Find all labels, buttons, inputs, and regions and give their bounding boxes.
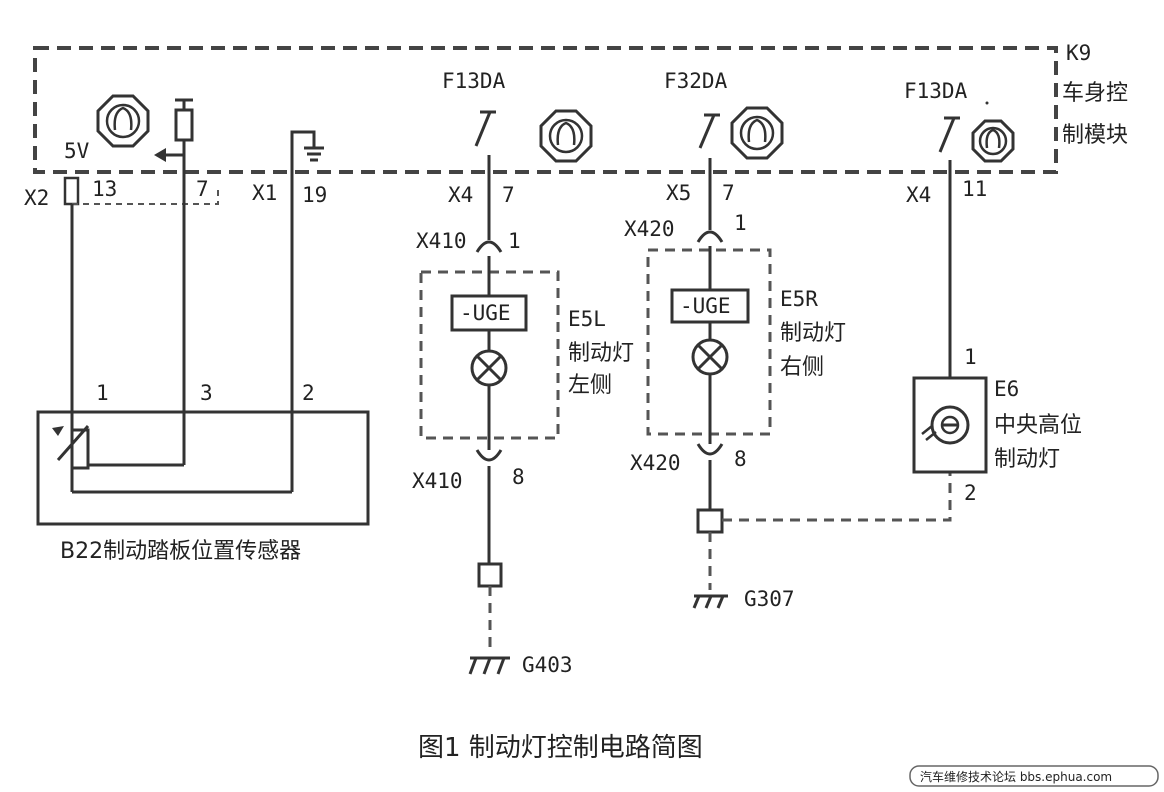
- connector-x1-label: X1: [252, 181, 277, 205]
- figure-caption: 图1 制动灯控制电路简图: [418, 733, 703, 763]
- right-lamp-id-label: E5R: [780, 287, 818, 311]
- module-name-line1: 车身控: [1062, 81, 1128, 106]
- left-connector-bottom-label: X410: [412, 469, 463, 493]
- fuse-f32da-label: F32DA: [664, 69, 728, 93]
- processor-octagon-icon: [96, 94, 150, 148]
- fuse-switch-icon: [474, 110, 496, 147]
- right-lamp-name-line1: 制动灯: [780, 321, 846, 346]
- center-lamp-pin-top-label: 1: [964, 345, 977, 369]
- right-x5-label: X5: [666, 181, 691, 205]
- fuse-switch-icon: [698, 113, 720, 149]
- center-lamp-pin-bottom-label: 2: [964, 481, 977, 505]
- center-lamp-box: [912, 376, 988, 474]
- supply-voltage-label: 5V: [64, 139, 90, 163]
- center-x4-pin-label: 11: [962, 177, 987, 201]
- fuse-label-dot: [985, 101, 989, 105]
- processor-octagon-icon: [539, 109, 593, 163]
- left-x4-label: X4: [448, 183, 473, 207]
- right-x5-pin-label: 7: [722, 181, 735, 205]
- right-lamp-name-line2: 右侧: [780, 355, 824, 380]
- right-connector-top-icon: [696, 230, 724, 243]
- right-connector-bottom-icon: [696, 443, 724, 456]
- sensor-pin-3-label: 3: [200, 381, 213, 405]
- ground-g403-icon: [468, 656, 510, 675]
- fuse-switch-icon: [938, 116, 960, 153]
- connector-x2-pin-block: [63, 176, 80, 206]
- pin-7-label: 7: [196, 177, 209, 201]
- left-lamp-name-line1: 制动灯: [568, 341, 634, 366]
- ground-g307-icon: [692, 594, 728, 609]
- center-lamp-id-label: E6: [994, 377, 1019, 401]
- center-lamp-name-line1: 中央高位: [994, 413, 1082, 438]
- left-lamp-module-box: [450, 294, 528, 332]
- right-connector-top-label: X420: [624, 217, 675, 241]
- pin-13-label: 13: [92, 177, 117, 201]
- module-name-line2: 制模块: [1062, 123, 1128, 148]
- left-connector-bottom-icon: [475, 449, 503, 462]
- connector-x2-label: X2: [24, 186, 49, 210]
- sensor-pin-1-label: 1: [96, 381, 109, 405]
- ground-symbol-icon: [290, 130, 324, 190]
- ground-g403-label: G403: [522, 653, 573, 677]
- left-lamp-name-line2: 左侧: [568, 373, 612, 398]
- right-ground-connector-block: [696, 508, 724, 534]
- potentiometer-icon: [52, 425, 292, 494]
- left-bulb-icon: [470, 349, 508, 387]
- signal-arrow-icon: [154, 148, 184, 162]
- left-connector-top-label: X410: [416, 229, 467, 253]
- connector-x2-dashed-outline: [72, 186, 219, 205]
- right-lamp-module-label: -UGE: [680, 294, 731, 318]
- watermark-text: 汽车维修技术论坛 bbs.ephua.com: [920, 769, 1112, 784]
- body-control-module-boundary: [33, 46, 1058, 174]
- fuse-f13da-right-label: F13DA: [904, 79, 968, 103]
- right-connector-bottom-pin-label: 8: [734, 447, 747, 471]
- center-lamp-name-line2: 制动灯: [994, 447, 1060, 472]
- processor-octagon-icon: [971, 119, 1015, 163]
- wire-center-lamp-ground-link: [722, 472, 952, 522]
- right-bulb-icon: [691, 338, 729, 376]
- watermark-badge: [909, 765, 1159, 787]
- right-connector-top-pin-label: 1: [734, 211, 747, 235]
- brake-pedal-sensor-box: [36, 410, 370, 526]
- left-lamp-id-label: E5L: [568, 307, 606, 331]
- sensor-pin-2-label: 2: [302, 381, 315, 405]
- module-id-label: K9: [1066, 41, 1091, 65]
- center-x4-label: X4: [906, 183, 931, 207]
- left-connector-bottom-pin-label: 8: [512, 465, 525, 489]
- left-x4-pin-label: 7: [502, 183, 515, 207]
- left-ground-connector-block: [477, 562, 503, 588]
- fuse-f13da-left-label: F13DA: [442, 69, 506, 93]
- left-connector-top-icon: [475, 240, 503, 253]
- led-lamp-icon: [921, 405, 970, 445]
- ground-g307-label: G307: [744, 587, 795, 611]
- pin-19-label: 19: [302, 183, 327, 207]
- pull-up-resistor-icon: [174, 98, 194, 178]
- left-lamp-module-label: -UGE: [460, 301, 511, 325]
- sensor-name-label: B22制动踏板位置传感器: [60, 539, 301, 564]
- right-connector-bottom-label: X420: [630, 451, 681, 475]
- left-connector-top-pin-label: 1: [508, 229, 521, 253]
- processor-octagon-icon: [730, 106, 784, 160]
